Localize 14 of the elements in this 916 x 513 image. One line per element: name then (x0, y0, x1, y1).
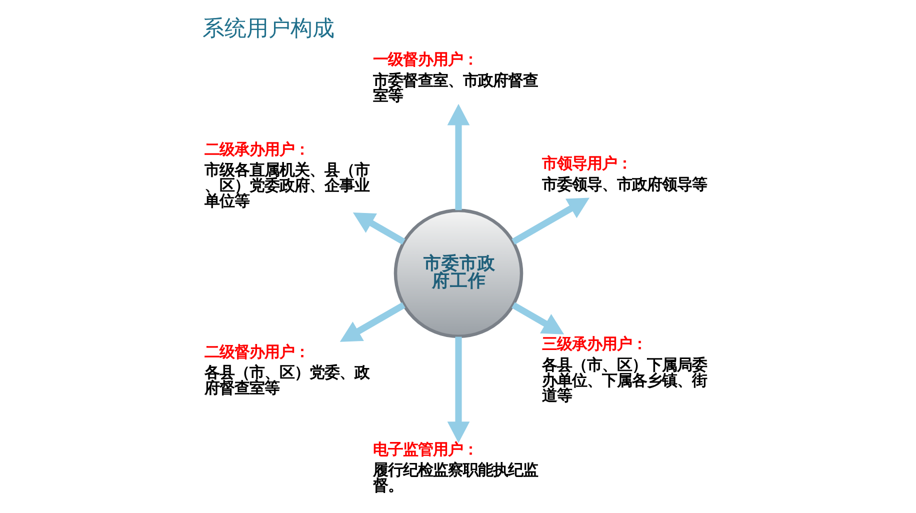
node-text: 二级承办用户： 市级各直属机关、县（市、区）党委政府、企事业单位等 (204, 140, 369, 210)
arrow (352, 212, 405, 244)
node-text: 电子监管用户： 履行纪检监察职能执纪监督。 (372, 440, 538, 494)
node-circle: 市委市政府工作 (393, 208, 523, 338)
arrow (446, 103, 470, 210)
diagram-title: 系统用户构成 (202, 16, 334, 41)
node-text: 三级承办用户： 各县（市、区）下属局委办单位、下属各乡镇、街道等 (541, 334, 706, 404)
node-text: 市领导用户： 市委领导、市政府领导等 (541, 154, 706, 193)
arrow (446, 336, 470, 442)
arrow (511, 197, 590, 244)
arrow (511, 302, 564, 334)
node-text: 二级督办用户： 各县（市、区）党委、政府督查室等 (204, 342, 369, 396)
arrow (339, 302, 405, 342)
node-text: 一级督办用户： 市委督查室、市政府督查室等 (372, 50, 538, 104)
